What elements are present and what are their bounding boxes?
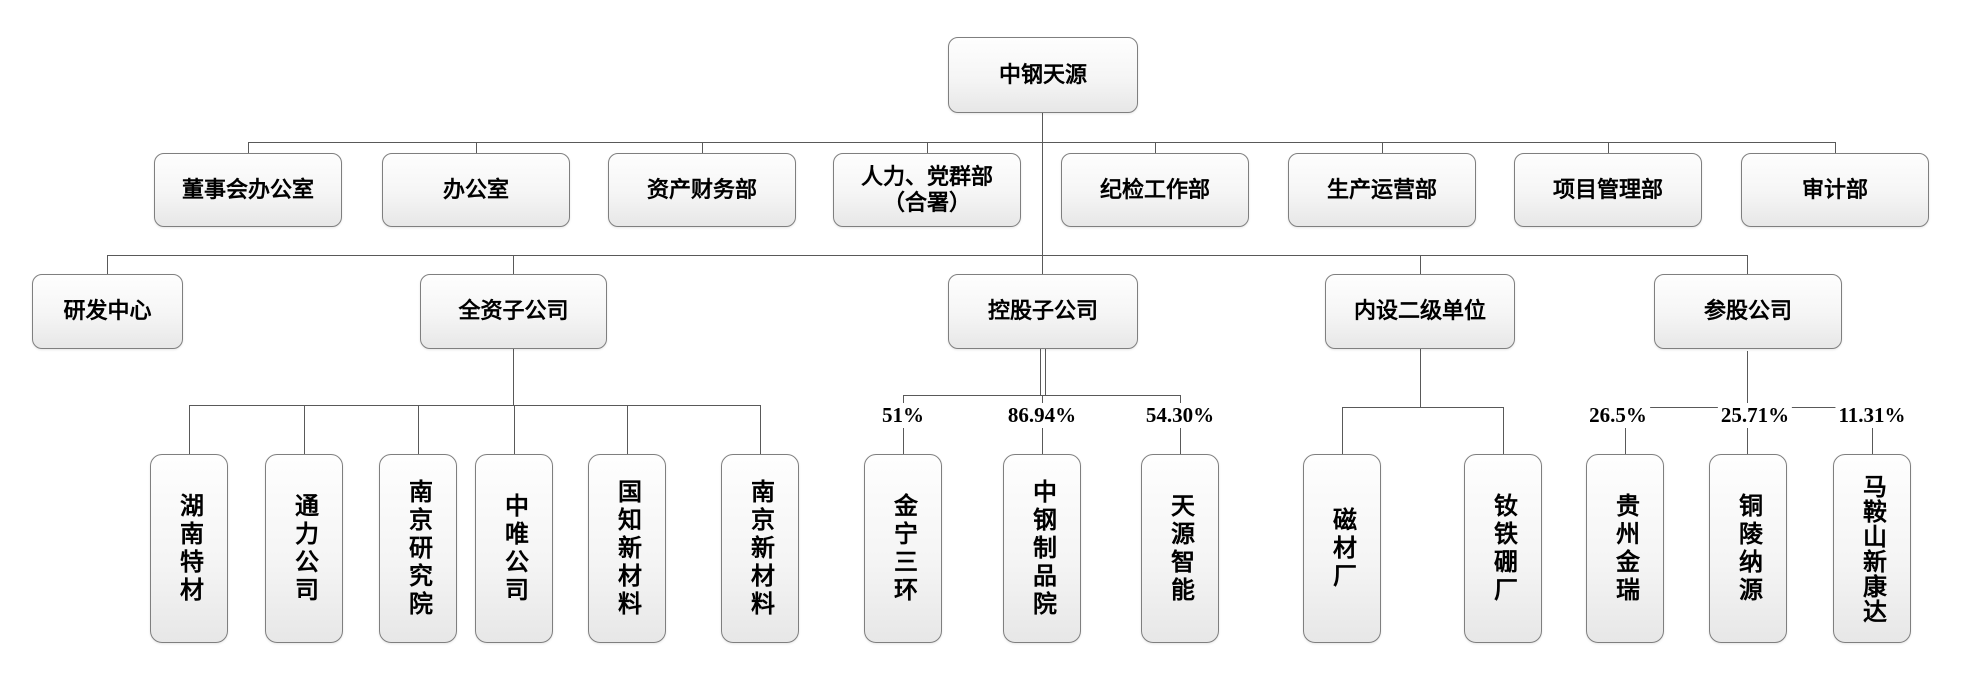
subsidiary-box: 金宁三环 (864, 454, 942, 643)
department-box: 办公室 (382, 153, 570, 227)
category-box: 控股子公司 (948, 274, 1138, 349)
subsidiary-box: 天源智能 (1141, 454, 1219, 643)
connector-line (1872, 407, 1873, 454)
subsidiary-box: 中钢制品院 (1003, 454, 1081, 643)
subsidiary-box: 中唯公司 (475, 454, 553, 643)
connector-line (702, 142, 703, 153)
share-label: 26.5% (1586, 403, 1650, 428)
connector-line (304, 405, 305, 454)
connector-line (248, 142, 1836, 143)
department-box: 生产运营部 (1288, 153, 1476, 227)
connector-line (107, 255, 1748, 256)
connector-line (1420, 349, 1421, 407)
connector-line (514, 405, 515, 454)
connector-line (1835, 142, 1836, 153)
subsidiary-box: 南京新材料 (721, 454, 799, 643)
connector-line (248, 142, 249, 153)
department-box: 项目管理部 (1514, 153, 1702, 227)
share-label: 11.31% (1835, 403, 1909, 428)
connector-line (107, 255, 108, 274)
category-box: 内设二级单位 (1325, 274, 1515, 349)
department-box: 纪检工作部 (1061, 153, 1249, 227)
connector-line (1420, 255, 1421, 274)
connector-line (513, 255, 514, 274)
connector-line (1040, 349, 1041, 395)
connector-line (627, 405, 628, 454)
subsidiary-box: 钕铁硼厂 (1464, 454, 1542, 643)
share-label: 86.94% (1004, 403, 1080, 428)
connector-line (1747, 255, 1748, 276)
subsidiary-box: 铜陵纳源 (1709, 454, 1787, 643)
subsidiary-box: 贵州金瑞 (1586, 454, 1664, 643)
department-box: 审计部 (1741, 153, 1929, 227)
connector-line (1155, 142, 1156, 153)
connector-line (1042, 113, 1043, 274)
connector-line (1342, 407, 1343, 454)
category-box: 全资子公司 (420, 274, 607, 349)
connector-line (476, 142, 477, 153)
subsidiary-box: 南京研究院 (379, 454, 457, 643)
connector-line (903, 395, 1180, 396)
department-box: 资产财务部 (608, 153, 796, 227)
connector-line (1625, 407, 1626, 454)
category-box: 研发中心 (32, 274, 183, 349)
subsidiary-box: 国知新材料 (588, 454, 666, 643)
connector-line (927, 142, 928, 153)
connector-line (760, 405, 761, 454)
category-box: 参股公司 (1654, 274, 1842, 349)
connector-line (1608, 142, 1609, 153)
connector-line (1382, 142, 1383, 153)
connector-line (1747, 351, 1748, 407)
subsidiary-box: 湖南特材 (150, 454, 228, 643)
share-label: 25.71% (1717, 403, 1793, 428)
connector-line (418, 405, 419, 454)
connector-line (1342, 407, 1503, 408)
subsidiary-box: 马鞍山新康达 (1833, 454, 1911, 643)
connector-line (1747, 407, 1748, 454)
subsidiary-box: 通力公司 (265, 454, 343, 643)
department-box: 董事会办公室 (154, 153, 342, 227)
share-label: 54.30% (1142, 403, 1218, 428)
connector-line (1503, 407, 1504, 454)
connector-line (189, 405, 760, 406)
connector-line (189, 405, 190, 454)
org-node-root: 中钢天源 (948, 37, 1138, 113)
department-box: 人力、党群部 （合署） (833, 153, 1021, 227)
connector-line (1045, 349, 1046, 395)
connector-line (513, 349, 514, 405)
subsidiary-box: 磁材厂 (1303, 454, 1381, 643)
share-label: 51% (879, 403, 927, 428)
